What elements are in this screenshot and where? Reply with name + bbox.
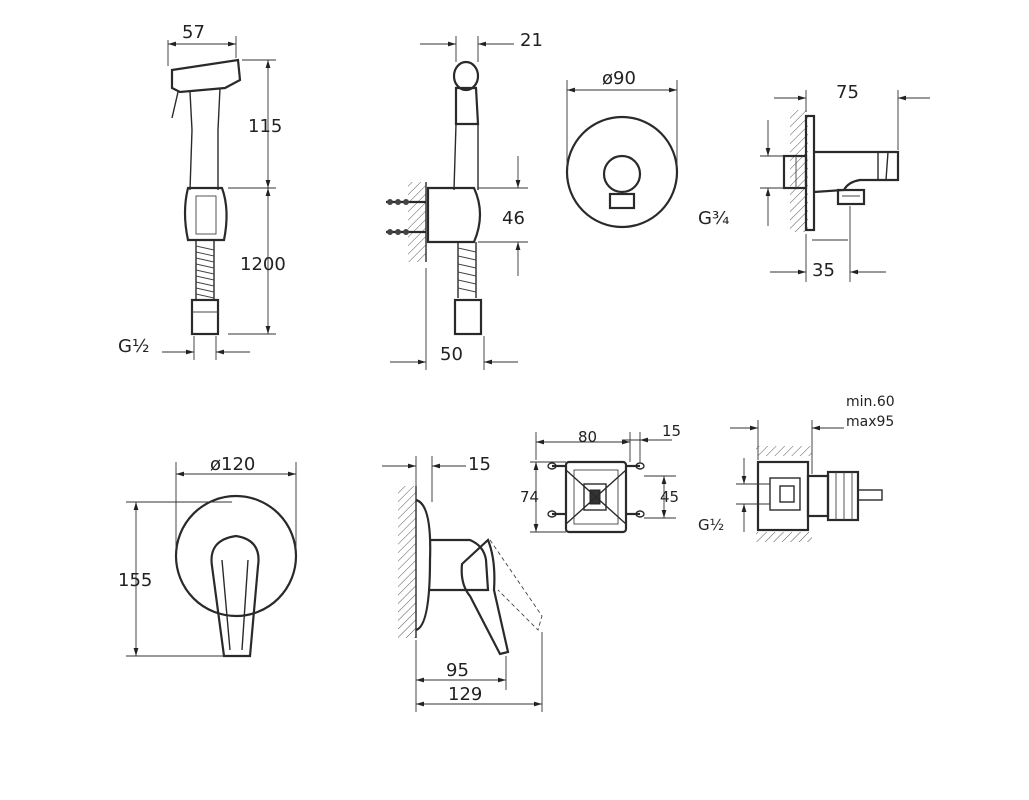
depth-50-label: 50 bbox=[440, 344, 463, 365]
box-width-80-label: 80 bbox=[578, 428, 597, 446]
mixer-front-view: ø120 155 bbox=[118, 454, 298, 658]
mixer-diameter-120-label: ø120 bbox=[210, 454, 255, 475]
box-inner-45-label: 45 bbox=[660, 488, 679, 506]
hand-shower-side-view: 21 46 50 bbox=[386, 30, 543, 370]
wall-flange-front-view: ø90 bbox=[565, 68, 679, 229]
rosette-depth-15-label: 15 bbox=[468, 454, 491, 475]
box-side-view: min.60 max95 G½ bbox=[698, 394, 895, 542]
box-edge-15-label: 15 bbox=[662, 422, 681, 440]
holder-height-46-label: 46 bbox=[502, 208, 525, 229]
mixer-height-155-label: 155 bbox=[118, 570, 152, 591]
outlet-offset-35-label: 35 bbox=[812, 260, 835, 281]
hose-length-1200-label: 1200 bbox=[240, 254, 286, 275]
mixer-side-view: 15 95 129 bbox=[382, 454, 543, 712]
max-depth-label: max95 bbox=[846, 414, 894, 430]
wall-outlet-side-view: 75 G¾ 35 bbox=[698, 82, 930, 282]
total-depth-129-label: 129 bbox=[448, 684, 482, 705]
flange-diameter-90-label: ø90 bbox=[602, 68, 636, 89]
outlet-length-75-label: 75 bbox=[836, 82, 859, 103]
hand-shower-front-view: 57 115 1200 G½ bbox=[118, 22, 286, 360]
thread-g12-box-label: G½ bbox=[698, 516, 724, 534]
thread-g12-left-label: G½ bbox=[118, 336, 149, 357]
head-height-115-label: 115 bbox=[248, 116, 282, 137]
width-57-label: 57 bbox=[182, 22, 205, 43]
thread-g34-label: G¾ bbox=[698, 208, 729, 229]
box-front-view: 80 15 74 45 bbox=[520, 422, 681, 534]
min-depth-label: min.60 bbox=[846, 394, 895, 410]
box-height-74-label: 74 bbox=[520, 488, 539, 506]
top-offset-21-label: 21 bbox=[520, 30, 543, 51]
handle-depth-95-label: 95 bbox=[446, 660, 469, 681]
